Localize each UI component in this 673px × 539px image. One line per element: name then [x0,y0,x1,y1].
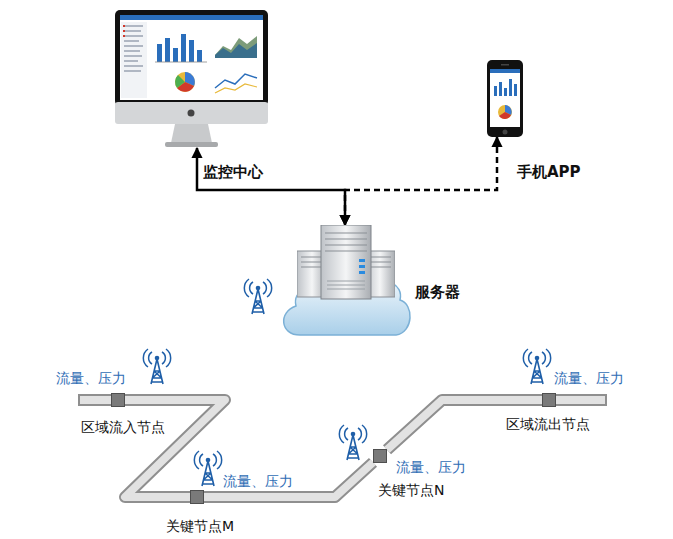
antenna-icon [194,451,221,486]
drawing-part [115,102,268,124]
pipe-stub [548,394,606,406]
drawing-part [175,75,185,88]
phone-illustration [487,60,523,137]
node-label: 服务器 [415,283,460,301]
node-label: 区域流入节点 [81,419,165,436]
phone-node: 手机APP [487,60,523,137]
pipe-body [125,400,225,497]
drawing-part [215,84,257,93]
pipe-connector [125,400,225,497]
pipe-node: 流量、压力关键节点M [190,490,204,504]
drawing-part [321,225,371,299]
drawing-part [509,79,512,96]
pipe-outline [204,462,373,497]
drawing-part [120,15,263,100]
drawing-part [501,64,509,66]
drawing-part [605,394,607,406]
drawing-part [120,15,263,20]
measurement-label: 流量、压力 [56,370,126,387]
drawing-part [173,48,178,62]
drawing-part [121,22,147,98]
drawing-part [197,50,202,62]
drawing-part [155,62,207,63]
pipe-stub [79,394,112,406]
node-label: 手机APP [517,163,581,181]
drawing-part [359,271,365,274]
drawing-part [165,142,218,147]
drawing-part [181,34,186,62]
drawing-part [494,86,497,96]
monitor-node: 监控中心 [115,10,268,148]
drawing-part [359,259,365,262]
connector-line [197,148,345,225]
measurement-label: 流量、压力 [554,370,624,387]
drawing-part [503,130,508,135]
drawing-part [499,112,511,119]
pipe-node: 流量、压力区域流出节点 [542,393,556,407]
antenna-icon [523,349,550,384]
antenna-icon [143,349,170,384]
drawing-part [188,110,195,117]
drawing-part [215,36,257,58]
node-label: 监控中心 [203,163,263,181]
pipe-outline [125,400,225,497]
drawing-part [499,82,502,96]
drawing-part [171,124,212,143]
measurement-label: 流量、压力 [396,459,466,476]
drawing-part [490,69,520,73]
drawing-part [514,84,517,96]
drawing-part [487,60,523,137]
drawing-part [504,88,507,96]
node-label: 区域流出节点 [506,416,590,433]
node-label: 关键节点N [378,482,444,499]
pipe-body [204,462,373,497]
drawing-part [548,396,605,404]
drawing-part [548,394,605,406]
server-illustration [297,225,395,300]
pipe-connector [204,462,373,497]
node-label: 关键节点M [166,518,234,535]
connector-line [345,137,497,225]
drawing-part [490,69,520,127]
drawing-part [498,105,512,119]
drawing-part [327,281,365,289]
drawing-part [78,394,80,406]
drawing-part [165,38,170,62]
drawing-part [80,396,112,404]
monitor-illustration [115,10,268,148]
server-node: 服务器 [297,225,395,300]
drawing-part [115,10,268,106]
drawing-part [123,26,125,36]
pipe-node: 流量、压力区域流入节点 [111,393,125,407]
antenna-icon [244,279,271,314]
dashed-connector [345,137,497,225]
drawing-part [80,394,112,406]
drawing-part [124,26,143,71]
data-connector [197,148,345,225]
drawing-part [359,265,365,268]
drawing-part [189,40,194,62]
drawing-part [215,43,257,58]
measurement-label: 流量、压力 [223,473,293,490]
antenna-icon [339,425,366,460]
drawing-part [175,72,195,92]
pipe-node: 流量、压力关键节点N [373,449,387,463]
drawing-part [157,44,162,62]
drawing-part [325,233,367,251]
